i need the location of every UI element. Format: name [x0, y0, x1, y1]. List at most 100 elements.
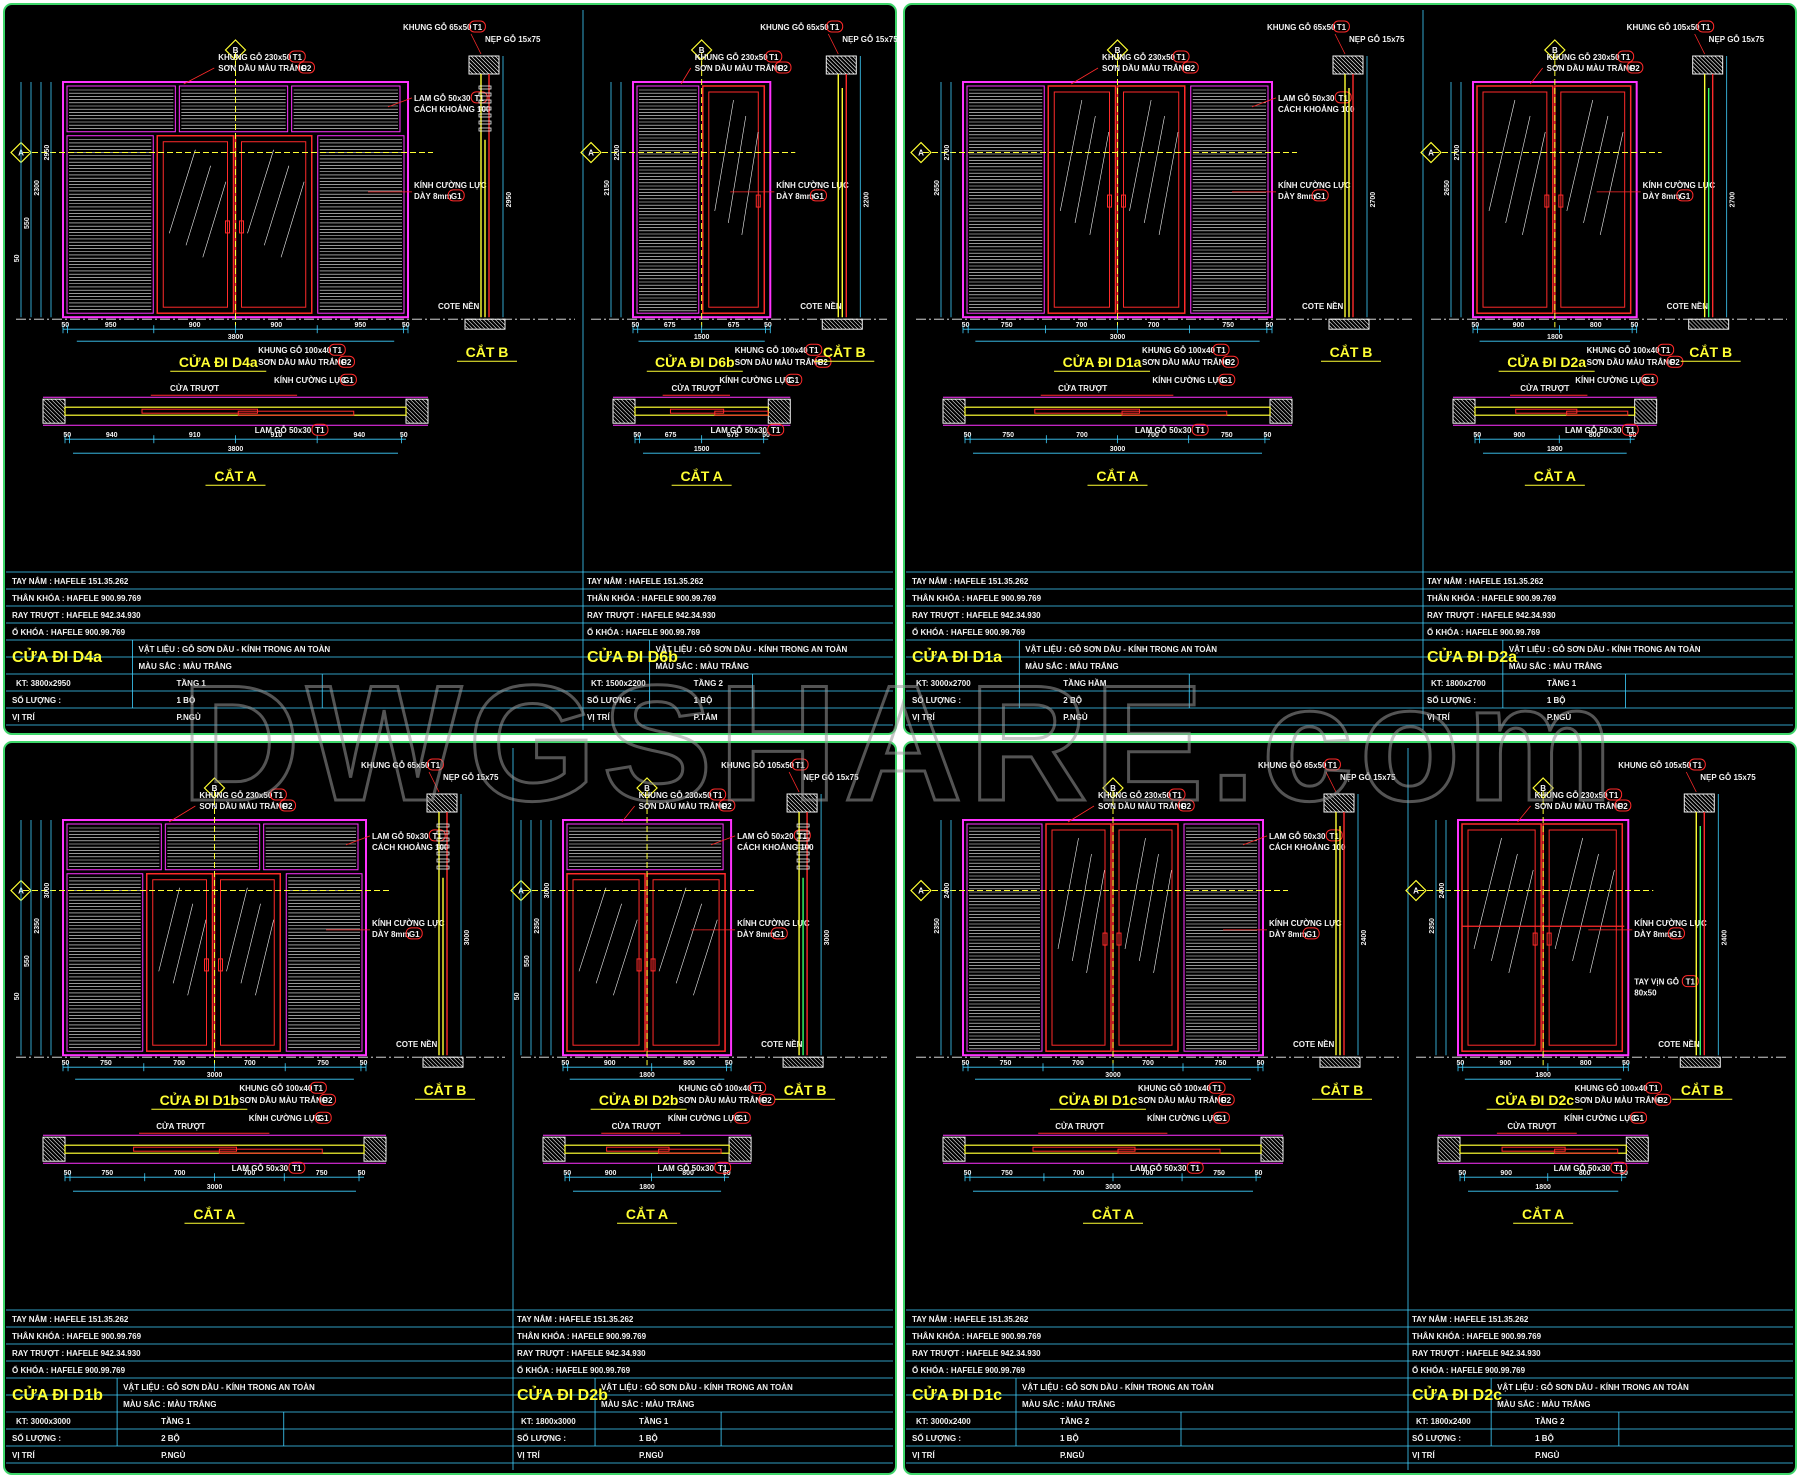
leader-line: [1242, 835, 1268, 846]
dimension-height: 2700: [944, 145, 951, 161]
wall-hatch: [422, 1056, 464, 1068]
hatch-line: [444, 1056, 456, 1068]
dimension-value: 50: [964, 432, 972, 439]
hatch-line: [478, 55, 498, 75]
section-a-title: CẮT A: [1092, 1205, 1134, 1222]
material-tag: P2: [319, 1093, 337, 1106]
wall-hatch: [405, 398, 429, 424]
tag-code: G1: [737, 1114, 748, 1123]
hatch-line: [546, 1136, 566, 1156]
glass-hatch: [255, 919, 274, 996]
material-tag: T1: [1325, 829, 1343, 842]
leader-line: [1694, 33, 1706, 55]
tag-outline: [1177, 799, 1195, 812]
dimension-value: 750: [100, 1060, 112, 1067]
spec-qty-label: SỐ LƯỢNG :: [12, 695, 61, 705]
spec-qty: 1 BỘ: [694, 696, 713, 705]
plan-track: [564, 1144, 730, 1154]
tag-outline: [297, 61, 315, 74]
annotation-label: SƠN DẦU MÀU TRẮNG: [1547, 63, 1636, 73]
hatch-line: [782, 1058, 792, 1068]
material-tag: G1: [1311, 189, 1329, 202]
spec-pos-label: VỊ TRÍ: [12, 1451, 35, 1460]
hatch-line: [1341, 1056, 1353, 1068]
annotation-label: SƠN DẦU MÀU TRẮNG: [1102, 63, 1191, 73]
hatch-line: [1269, 406, 1287, 424]
glass-pane: [152, 879, 207, 1046]
annotation-label: LAM GỖ 50x20: [737, 832, 794, 841]
dimension-value: 675: [727, 432, 739, 439]
floor-level-label: COTE NỀN: [396, 1039, 438, 1049]
tag-outline: [1302, 927, 1320, 940]
door-handle: [1546, 932, 1552, 946]
tag-code: T1: [1212, 1084, 1222, 1093]
dimension-height: 2350: [534, 918, 541, 934]
hatch-line: [1698, 55, 1717, 75]
hatch-line: [840, 318, 851, 330]
tag-outline: [1217, 1093, 1235, 1106]
tag-outline: [1325, 829, 1343, 842]
hatch-line: [728, 1144, 746, 1162]
glass-hatch: [1129, 99, 1152, 212]
wall-hatch: [825, 55, 857, 75]
hatch-line: [428, 793, 448, 813]
hatch-line: [1272, 1136, 1284, 1148]
material-tag: T1: [749, 1081, 767, 1094]
tag-outline: [809, 189, 827, 202]
spec-qty: 2 BỘ: [1063, 696, 1082, 705]
hatch-line: [1260, 1136, 1284, 1160]
spec-qty: 1 BỘ: [1060, 1434, 1079, 1443]
hatch-line: [942, 398, 966, 422]
glass-hatch: [1139, 853, 1159, 962]
dimension-value: 700: [174, 1170, 186, 1177]
spec-pos: P.NGỦ: [639, 1451, 664, 1460]
dimension-height: 2700: [1454, 145, 1461, 161]
dimension-value: 50: [1456, 1060, 1464, 1067]
wall-hatch: [782, 1056, 824, 1068]
sliding-label: CỬA TRƯỢT: [1507, 1122, 1556, 1131]
louver-side-panel: [285, 873, 363, 1052]
glass-hatch: [1158, 131, 1179, 236]
dimension-height: 2950: [506, 192, 513, 208]
glass-hatch: [158, 887, 180, 972]
louver-side-panel: [1190, 85, 1269, 314]
annotation-label: DÀY 8mm: [1634, 930, 1672, 939]
hatch-line: [363, 1156, 369, 1162]
dimension-value: 750: [1215, 1060, 1227, 1067]
hatch-line: [1452, 418, 1458, 424]
hatch-line: [792, 793, 812, 813]
wall-hatch: [942, 1136, 966, 1162]
wall-hatch: [786, 793, 818, 813]
door-elevation: [62, 819, 367, 1057]
material-tag: G1: [809, 189, 827, 202]
wall-hatch: [1260, 1136, 1284, 1162]
material-tag: G1: [447, 189, 465, 202]
material-tag: G1: [785, 373, 803, 386]
hatch-line: [786, 807, 792, 813]
glass-hatch: [1566, 99, 1594, 212]
hatch-line: [1690, 318, 1701, 330]
hatch-line: [826, 69, 831, 75]
sliding-label: CỬA TRƯỢT: [1058, 384, 1107, 393]
door-handle: [218, 958, 223, 972]
spec-floor: TẦNG 2: [694, 678, 724, 688]
hatch-line: [1694, 55, 1713, 75]
section-louver: [478, 106, 492, 111]
section-a-title: CẮT A: [1522, 1205, 1564, 1222]
dimension-height: 50: [514, 992, 521, 1000]
dimension-value: 700: [244, 1060, 256, 1067]
hatch-outline: [825, 55, 857, 75]
section-marker-letter: B: [699, 46, 705, 55]
dimension-value: 700: [1142, 1170, 1154, 1177]
spec-qty-label: SỐ LƯỢNG :: [1412, 1433, 1461, 1443]
hatch-line: [1342, 318, 1354, 330]
material-tag: T1: [1645, 1081, 1663, 1094]
annotation-label: KHUNG GỖ 230x50: [1547, 53, 1620, 62]
section-b-title: CẮT B: [1681, 1081, 1724, 1098]
leader-line: [1251, 97, 1277, 108]
hatch-line: [1333, 1056, 1345, 1068]
hatch-line: [1694, 1056, 1705, 1068]
hatch-line: [42, 410, 56, 424]
section-a-title: CẮT A: [1534, 467, 1576, 484]
tag-code: T1: [1661, 346, 1671, 355]
